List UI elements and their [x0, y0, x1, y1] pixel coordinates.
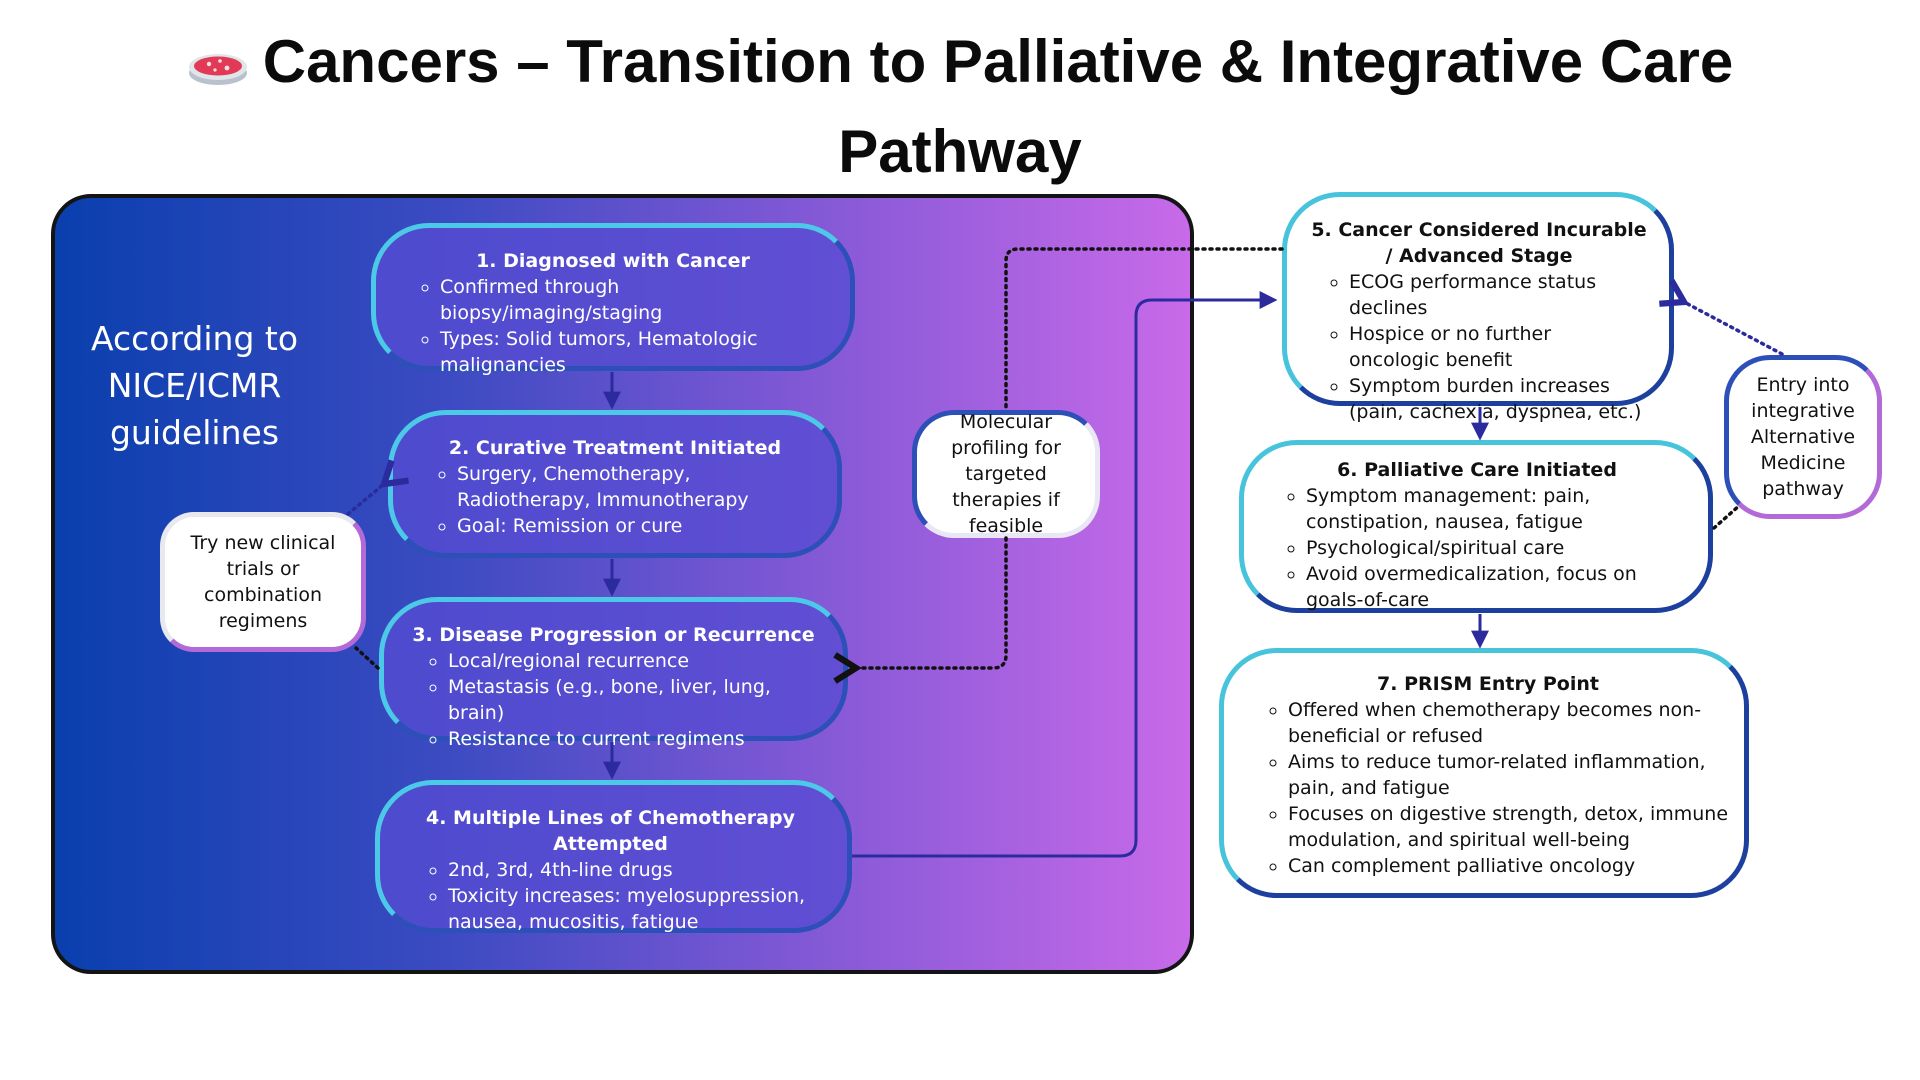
node-bullet: Local/regional recurrence	[448, 648, 821, 674]
node-diagnosed: 1. Diagnosed with Cancer Confirmed throu…	[371, 223, 855, 376]
note-clinical-trials: Try new clinical trials or combination r…	[160, 512, 366, 652]
node-title: 2. Curative Treatment Initiated	[448, 437, 782, 459]
title-text: Cancers – Transition to Palliative & Int…	[262, 28, 1734, 185]
dotted-link-3-to-trials	[354, 646, 380, 670]
node-bullet: 2nd, 3rd, 4th-line drugs	[448, 857, 825, 883]
node-bullet: Psychological/spiritual care	[1306, 535, 1686, 561]
arrow-4-to-5	[852, 291, 1278, 858]
page-title: Cancers – Transition to Palliative & Int…	[160, 20, 1760, 194]
node-bullet: Surgery, Chemotherapy, Radiotherapy, Imm…	[457, 461, 815, 513]
dotted-link-integrative-to-5	[1684, 302, 1784, 356]
node-bullet: Offered when chemotherapy becomes non-be…	[1288, 697, 1730, 749]
dotted-link-5-to-molecular	[1004, 247, 1284, 412]
dotted-link-trials-to-2	[346, 484, 384, 516]
note-text: Entry into integrative Alternative Medic…	[1750, 374, 1856, 500]
dotted-link-molecular-to-3	[856, 536, 1008, 668]
dotted-link-6-to-integrative	[1712, 503, 1742, 530]
node-title: 1. Diagnosed with Cancer	[476, 250, 750, 272]
note-integrative-pathway: Entry into integrative Alternative Medic…	[1724, 355, 1882, 519]
node-bullet: ECOG performance status declines	[1349, 269, 1647, 321]
node-bullet: Hospice or no further oncologic benefit	[1349, 321, 1647, 373]
node-prism-entry: 7. PRISM Entry Point Offered when chemot…	[1219, 648, 1749, 898]
node-bullet: Types: Solid tumors, Hematologic maligna…	[440, 326, 828, 378]
node-bullet: Metastasis (e.g., bone, liver, lung, bra…	[448, 674, 821, 726]
node-bullet: Toxicity increases: myelosuppression, na…	[448, 883, 825, 935]
node-title: 5. Cancer Considered Incurable / Advance…	[1311, 219, 1647, 267]
note-text: Try new clinical trials or combination r…	[190, 532, 336, 632]
node-disease-progression: 3. Disease Progression or Recurrence Loc…	[379, 597, 848, 750]
node-title: 3. Disease Progression or Recurrence	[412, 624, 815, 646]
node-bullet: Symptom management: pain, constipation, …	[1306, 483, 1686, 535]
node-title: 4. Multiple Lines of Chemotherapy Attemp…	[426, 807, 795, 855]
node-bullet: Avoid overmedicalization, focus on goals…	[1306, 561, 1686, 613]
node-bullet: Goal: Remission or cure	[457, 513, 815, 539]
node-bullet: Can complement palliative oncology	[1288, 853, 1730, 879]
node-bullet: Confirmed through biopsy/imaging/staging	[440, 274, 828, 326]
petri-dish-icon	[187, 26, 249, 110]
node-bullet: Resistance to current regimens	[448, 726, 821, 752]
node-bullet: Focuses on digestive strength, detox, im…	[1288, 801, 1730, 853]
node-title: 6. Palliative Care Initiated	[1337, 459, 1617, 481]
node-palliative-care: 6. Palliative Care Initiated Symptom man…	[1239, 440, 1713, 613]
panel-label: According to NICE/ICMR guidelines	[90, 319, 299, 452]
node-curative-treatment: 2. Curative Treatment Initiated Surgery,…	[388, 410, 842, 558]
node-bullet: Symptom burden increases (pain, cachexia…	[1349, 373, 1647, 425]
node-bullet: Aims to reduce tumor-related inflammatio…	[1288, 749, 1730, 801]
node-multiple-lines-chemo: 4. Multiple Lines of Chemotherapy Attemp…	[375, 780, 852, 933]
node-title: 7. PRISM Entry Point	[1377, 673, 1599, 695]
note-text: Molecular profiling for targeted therapi…	[951, 411, 1061, 537]
note-molecular-profiling: Molecular profiling for targeted therapi…	[912, 410, 1100, 538]
